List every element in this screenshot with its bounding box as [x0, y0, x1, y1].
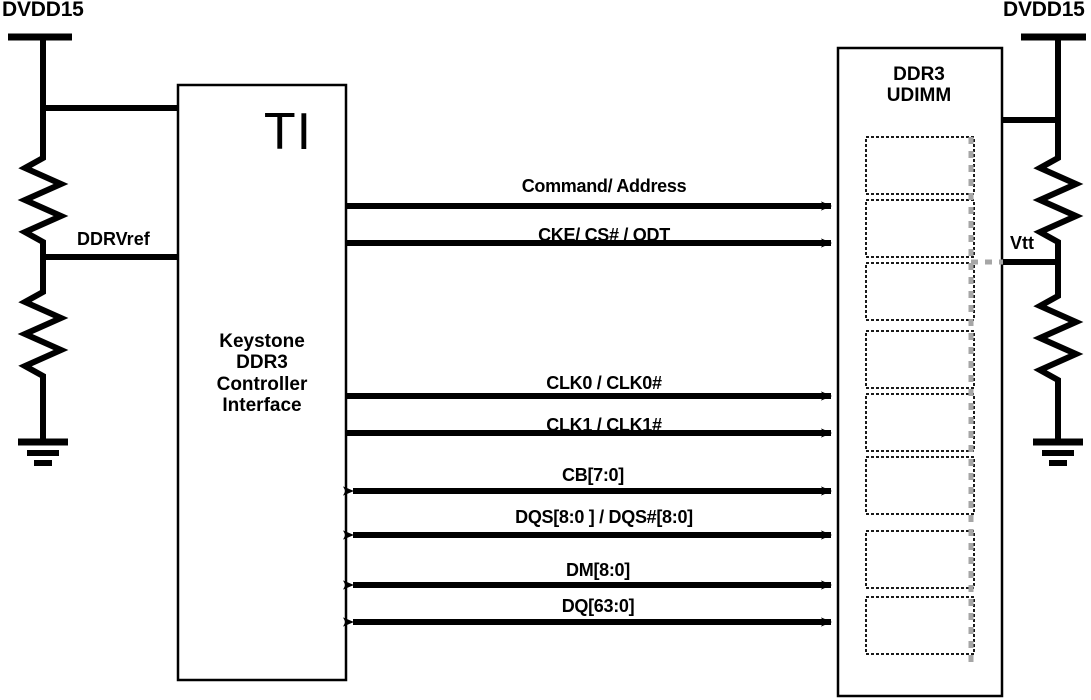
controller-box: [176, 83, 348, 682]
memory-chip: [865, 199, 975, 258]
signal-label-clk1: CLK1 / CLK1#: [546, 415, 662, 435]
left-rail-label: DVDD15: [2, 0, 84, 21]
memory-chip: [865, 330, 975, 389]
signal-label-dqs: DQS[8:0 ] / DQS#[8:0]: [515, 507, 693, 527]
signal-label-cke-cs-odt: CKE/ CS# / ODT: [538, 225, 670, 245]
memory-chip: [865, 136, 975, 195]
signal-label-cb: CB[7:0]: [562, 465, 624, 485]
memory-title-line-1: DDR3: [893, 64, 945, 85]
memory-chip: [865, 456, 975, 515]
controller-description: Keystone DDR3 Controller Interface: [217, 331, 308, 416]
signal-label-dm: DM[8:0]: [566, 560, 630, 580]
right-upper-resistor: [1032, 150, 1084, 262]
memory-module-title: DDR3 UDIMM: [887, 64, 951, 107]
memory-chip-stack: [865, 136, 975, 655]
memory-chip: [865, 530, 975, 589]
signal-label-clk0: CLK0 / CLK0#: [546, 373, 662, 393]
signal-label-dq: DQ[63:0]: [561, 596, 635, 616]
left-power-divider: [8, 33, 180, 466]
controller-desc-line-1: Keystone: [219, 331, 305, 352]
controller-desc-line-4: Interface: [222, 394, 302, 416]
right-rail-label: DVDD15: [1003, 0, 1085, 21]
left-lower-resistor: [17, 258, 69, 440]
controller-desc-line-2: DDR3: [236, 352, 288, 374]
signal-arrows: [343, 201, 832, 627]
right-lower-resistor: [1032, 262, 1084, 440]
ddrvref-label: DDRVref: [77, 229, 150, 249]
memory-chip: [865, 596, 975, 655]
memory-title-line-2: UDIMM: [886, 85, 952, 107]
left-upper-resistor: [17, 150, 69, 258]
controller-desc-line-3: Controller: [216, 373, 308, 395]
memory-chip: [865, 393, 975, 452]
signal-label-command-address: Command/ Address: [521, 176, 687, 196]
right-power-divider: [1003, 33, 1086, 466]
vtt-label: Vtt: [1010, 233, 1034, 253]
memory-chip: [865, 262, 975, 321]
ti-logo: TI: [263, 103, 313, 161]
